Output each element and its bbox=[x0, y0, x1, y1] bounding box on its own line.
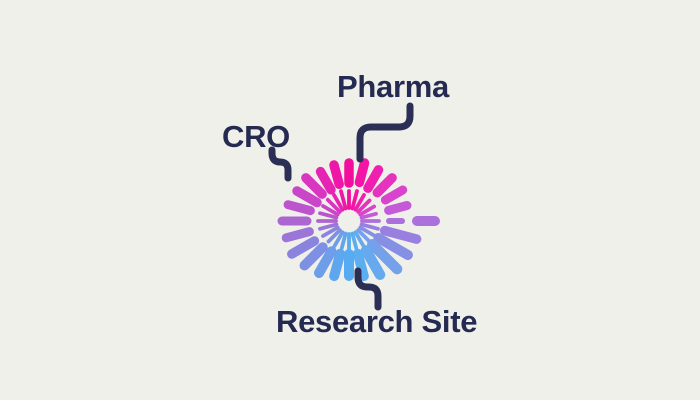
starburst-ray-segment bbox=[283, 200, 315, 216]
starburst-ray-segment bbox=[352, 248, 369, 282]
starburst-ray-segment bbox=[353, 193, 366, 212]
starburst-ray-segment bbox=[301, 173, 327, 199]
starburst-ray-segment bbox=[329, 248, 346, 282]
starburst-ray-segment bbox=[314, 246, 337, 278]
starburst-ray-segment bbox=[315, 166, 336, 195]
starburst-ray-segment bbox=[299, 242, 328, 271]
starburst-ray-segment bbox=[350, 189, 359, 211]
pharma-connector-line bbox=[356, 102, 414, 163]
starburst-ray-segment bbox=[373, 233, 413, 260]
cro-connector-line bbox=[268, 146, 292, 182]
starburst-ray-segment bbox=[329, 160, 344, 190]
starburst-ray-segment bbox=[292, 186, 322, 208]
starburst-ray-segment bbox=[384, 201, 412, 215]
starburst-ray-segment bbox=[363, 165, 384, 193]
starburst-ray-segment bbox=[350, 231, 359, 250]
starburst-ray-segment bbox=[339, 231, 348, 250]
starburst-ray-segment bbox=[321, 225, 340, 238]
starburst-ray-segment bbox=[380, 185, 408, 205]
starburst-ray-segment bbox=[326, 228, 342, 244]
starburst-ray-segment bbox=[358, 204, 377, 217]
research-site-connector-line bbox=[354, 267, 382, 311]
starburst-ray-segment bbox=[356, 228, 372, 244]
starburst-ray-segment bbox=[353, 230, 365, 248]
starburst-ray-segment bbox=[360, 245, 386, 280]
starburst-ray-segment bbox=[372, 173, 397, 198]
starburst-ray-segment bbox=[332, 193, 345, 212]
pharma-label: Pharma bbox=[337, 69, 449, 104]
starburst-ray-segment bbox=[332, 230, 345, 249]
starburst-ray-segment bbox=[356, 198, 372, 214]
starburst-ray-segment bbox=[287, 236, 320, 259]
research-site-label: Research Site bbox=[276, 304, 478, 339]
starburst-ray-segment bbox=[318, 222, 339, 231]
starburst-ray-segment bbox=[325, 197, 342, 214]
starburst-ray-segment bbox=[321, 204, 340, 217]
starburst-ray-segment bbox=[358, 225, 377, 238]
starburst-ray-segment bbox=[318, 211, 339, 220]
starburst-ray-segment bbox=[354, 158, 370, 188]
starburst-ray-segment bbox=[379, 225, 422, 244]
starburst-ray-segment bbox=[367, 239, 403, 275]
starburst-ray-segment bbox=[339, 189, 348, 211]
starburst-ray-segment bbox=[359, 222, 380, 231]
cro-label: CRO bbox=[222, 119, 290, 154]
starburst-ray-segment bbox=[281, 227, 314, 243]
starburst-rays bbox=[277, 158, 440, 282]
starburst-ray-segment bbox=[359, 211, 378, 220]
